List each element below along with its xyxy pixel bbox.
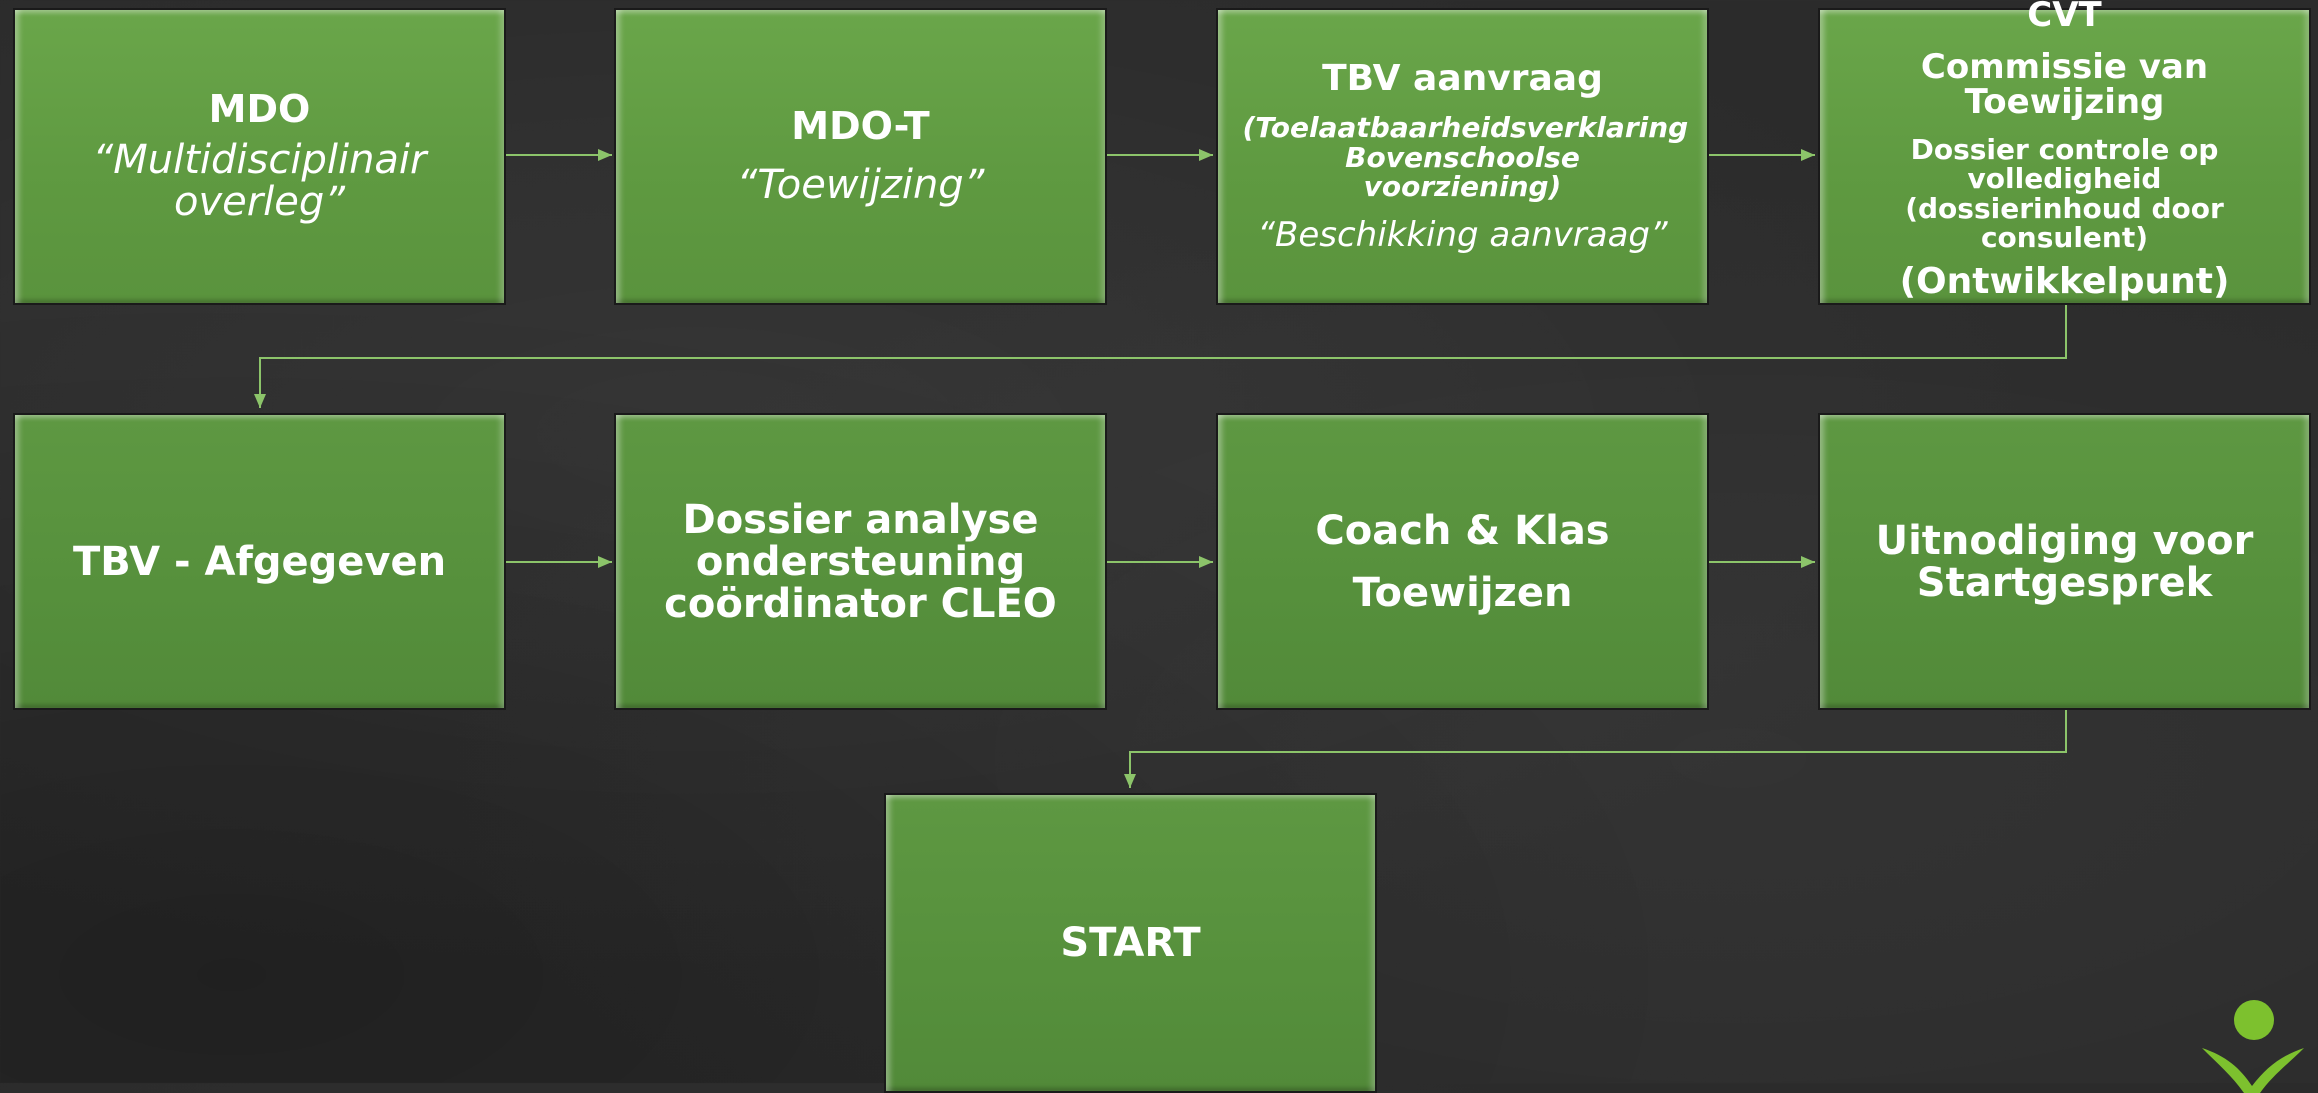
box-cvt-line2: Commissie van Toewijzing xyxy=(1920,46,2209,123)
box-start: START xyxy=(884,793,1377,1093)
box-uitnodiging-title: Uitnodiging voor Startgesprek xyxy=(1875,517,2254,606)
box-coach-klas: Coach & Klas Toewijzen xyxy=(1216,413,1709,710)
person-logo-icon xyxy=(2202,1000,2304,1093)
box-mdo: MDO “Multidisciplinair overleg” xyxy=(13,8,506,305)
box-dossier-title: Dossier analyse ondersteuning coördinato… xyxy=(664,496,1057,627)
box-cvt-title: CVT xyxy=(2027,0,2102,35)
box-mdo-t-subtitle: “Toewijzing” xyxy=(736,162,985,209)
box-tbv-afgegeven: TBV - Afgegeven xyxy=(13,413,506,710)
box-tbv-aanvraag: TBV aanvraag (Toelaatbaarheidsverklaring… xyxy=(1216,8,1709,305)
box-coach-line2: Toewijzen xyxy=(1352,569,1573,616)
box-cvt-note: (Ontwikkelpunt) xyxy=(1899,260,2230,302)
arrow-uitnodiging-to-start xyxy=(1124,710,2067,788)
box-uitnodiging: Uitnodiging voor Startgesprek xyxy=(1818,413,2311,710)
box-start-title: START xyxy=(1060,920,1201,966)
arrow-cvt-to-tbv-afgegeven xyxy=(254,305,2067,408)
box-tbv-afgegeven-title: TBV - Afgegeven xyxy=(72,538,447,585)
box-mdo-t-title: MDO-T xyxy=(791,103,930,148)
box-mdo-title: MDO xyxy=(208,86,311,131)
box-mdo-subtitle: “Multidisciplinair overleg” xyxy=(92,137,427,226)
box-cvt: CVT Commissie van Toewijzing Dossier con… xyxy=(1818,0,2311,305)
box-dossier-analyse: Dossier analyse ondersteuning coördinato… xyxy=(614,413,1107,710)
box-coach-title: Coach & Klas xyxy=(1315,507,1610,554)
box-cvt-detail: Dossier controle op volledigheid (dossie… xyxy=(1905,133,2224,255)
box-tbv-subtitle: “Beschikking aanvraag” xyxy=(1257,214,1668,255)
box-tbv-detail: (Toelaatbaarheidsverklaring Bovenschools… xyxy=(1242,111,1689,204)
box-mdo-t: MDO-T “Toewijzing” xyxy=(614,8,1107,305)
box-tbv-title: TBV aanvraag xyxy=(1322,57,1603,99)
